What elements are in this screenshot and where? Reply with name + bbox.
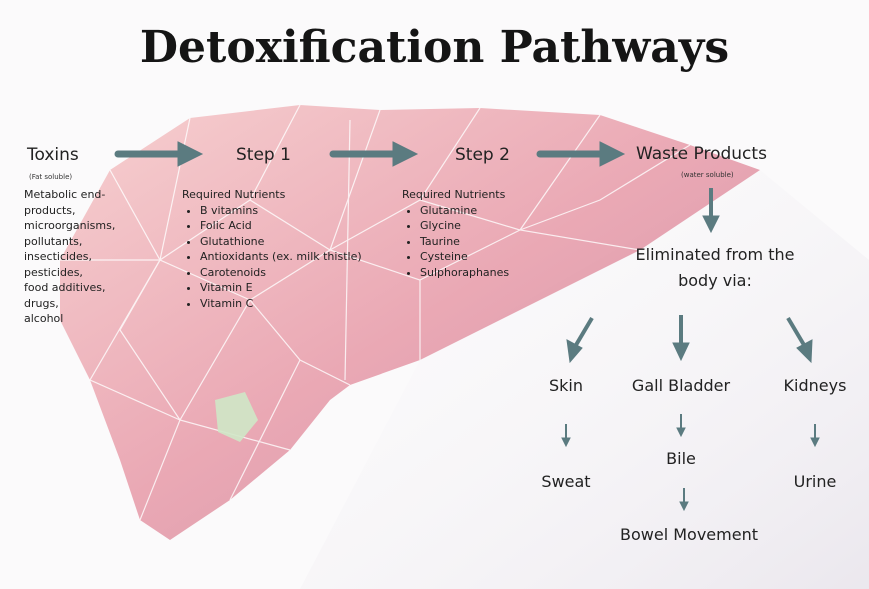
route-skin: Skin (548, 376, 583, 395)
toxin-line: food additives, (24, 281, 106, 294)
nutrient-item: Sulphoraphanes (420, 265, 509, 281)
toxin-line: microorganisms, (24, 219, 116, 232)
toxin-line: pollutants, (24, 234, 83, 248)
nutrient-item: Glutamine (420, 203, 509, 219)
step2-nutrients: Required Nutrients Glutamine Glycine Tau… (402, 187, 509, 280)
route-kidneys: Kidneys (783, 376, 847, 395)
toxins-list: Metabolic end- products, microorganisms,… (24, 187, 115, 327)
step2-heading: Step 2 (455, 145, 510, 165)
result-bile: Bile (666, 449, 696, 468)
step1-label: Required Nutrients (182, 188, 286, 201)
eliminated-line: Eliminated from the (635, 245, 795, 264)
eliminated-text: Eliminated from the body via: (600, 242, 830, 294)
nutrient-item: B vitamins (200, 203, 362, 219)
result-bowel-movement: Bowel Movement (620, 525, 758, 544)
flow-arrows (114, 141, 820, 512)
toxin-line: pesticides, (24, 265, 83, 279)
nutrient-item: Glycine (420, 218, 509, 234)
gallbladder-shape (215, 392, 258, 442)
nutrient-item: Vitamin C (200, 296, 362, 312)
nutrient-item: Vitamin E (200, 280, 362, 296)
result-urine: Urine (793, 472, 837, 491)
nutrient-item: Cysteine (420, 249, 509, 265)
toxin-line: drugs, (24, 296, 59, 310)
nutrient-item: Carotenoids (200, 265, 362, 281)
step1-nutrients: Required Nutrients B vitamins Folic Acid… (182, 187, 362, 311)
toxins-subtitle: (Fat soluble) (29, 173, 73, 181)
nutrient-item: Folic Acid (200, 218, 362, 234)
step1-heading: Step 1 (236, 145, 291, 165)
waste-heading: Waste Products (636, 144, 767, 164)
toxin-line: Metabolic end- (24, 188, 106, 201)
step2-label: Required Nutrients (402, 188, 506, 201)
toxin-line: alcohol (24, 312, 64, 325)
toxin-line: products, (24, 203, 76, 217)
nutrient-item: Glutathione (200, 234, 362, 250)
waste-subtitle: (water soluble) (681, 171, 734, 179)
eliminated-line: body via: (678, 271, 752, 290)
route-gall-bladder: Gall Bladder (631, 376, 731, 395)
nutrient-item: Antioxidants (ex. milk thistle) (200, 249, 362, 265)
nutrient-item: Taurine (420, 234, 509, 250)
toxins-heading: Toxins (27, 145, 79, 165)
page-title: Detoxification Pathways (139, 22, 730, 73)
result-sweat: Sweat (541, 472, 591, 491)
toxin-line: insecticides, (24, 250, 93, 263)
